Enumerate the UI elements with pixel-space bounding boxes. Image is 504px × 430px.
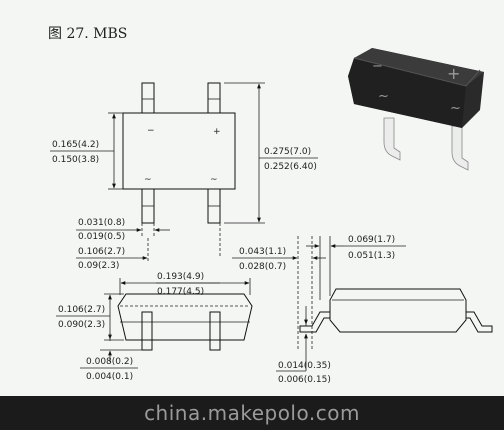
pkg-ac-mark-left: ~: [378, 89, 389, 104]
dim-foot-min: 0.004(0.1): [86, 372, 133, 382]
dim-lead-span-min: 0.051(1.3): [348, 251, 395, 261]
dim-body-length-min: 0.177(4.5): [157, 287, 204, 297]
figure-title: 图 27. MBS: [48, 26, 127, 42]
pkg-ac-mark-right: ~: [450, 101, 461, 116]
dim-overall-height-max: 0.275(7.0): [264, 147, 311, 157]
top-view: − + ~ ~ 0.165(4.2) 0.150(3.8) 0.275(7.0)…: [50, 82, 318, 271]
plus-mark: +: [213, 127, 221, 137]
dim-side-height-min: 0.090(2.3): [58, 320, 105, 330]
top-lead-right: [207, 82, 221, 114]
dim-lead-thick-min: 0.006(0.15): [278, 375, 331, 385]
dim-body-height-max: 0.165(4.2): [52, 140, 99, 150]
dim-lead-pitch-max: 0.106(2.7): [78, 247, 125, 257]
dim-overall-height-min: 0.252(6.40): [264, 162, 317, 172]
package-3d-illustration: − + ~ ~: [348, 48, 484, 171]
ac-mark-right: ~: [210, 175, 218, 185]
dim-side-height-max: 0.106(2.7): [58, 305, 105, 315]
ac-mark-left: ~: [144, 175, 152, 185]
dim-foot-max: 0.008(0.2): [86, 357, 133, 367]
pkg-plus-mark: +: [447, 64, 460, 83]
dim-standoff-max: 0.043(1.1): [239, 247, 286, 257]
top-lead-left: [141, 82, 155, 114]
side-view: 0.043(1.1) 0.028(0.7) 0.069(1.7) 0.051(1…: [232, 235, 493, 385]
dim-standoff-min: 0.028(0.7): [239, 262, 286, 272]
watermark-banner: china.makepolo.com: [0, 396, 504, 430]
minus-mark: −: [147, 126, 155, 136]
dim-body-height-min: 0.150(3.8): [52, 155, 99, 165]
dim-lead-thick-max: 0.014(0.35): [278, 361, 331, 371]
dim-lead-span-max: 0.069(1.7): [348, 235, 395, 245]
dim-lead-pitch-min: 0.09(2.3): [78, 261, 119, 271]
dim-lead-width-max: 0.031(0.8): [78, 218, 125, 228]
pkg-minus-mark: −: [372, 59, 383, 74]
dim-body-length-max: 0.193(4.9): [157, 272, 204, 282]
top-view-body: [122, 112, 236, 190]
dim-lead-width-min: 0.019(0.5): [78, 232, 125, 242]
front-view: 0.193(4.9) 0.177(4.5) 0.106(2.7) 0.090(2…: [56, 272, 253, 382]
